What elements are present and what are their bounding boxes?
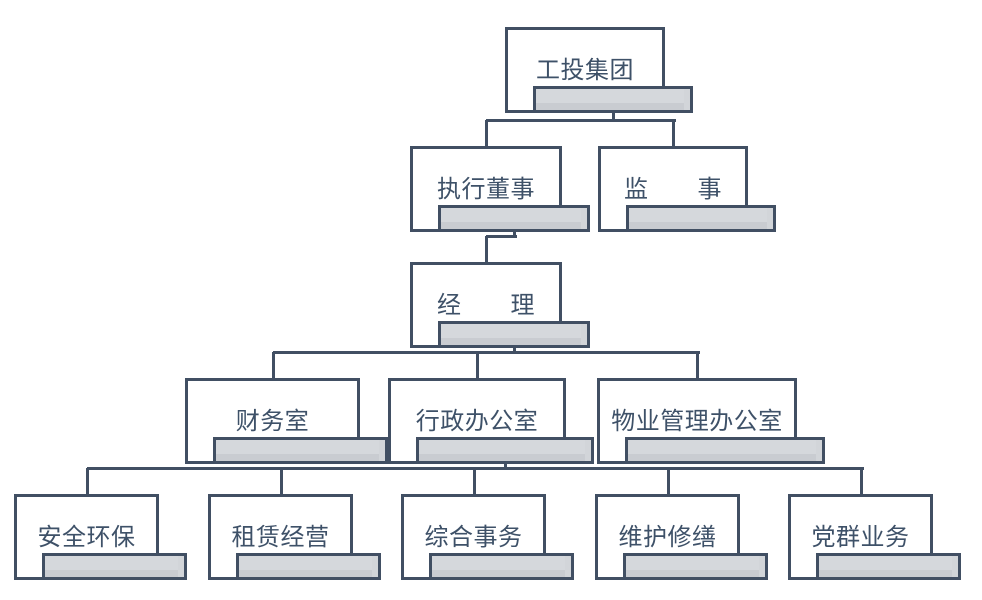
- node-label-general: 综合事务: [424, 523, 523, 551]
- connector-drop-safety: [86, 468, 89, 494]
- connector-drop-party: [860, 468, 863, 494]
- org-node-safety[interactable]: 安全环保: [14, 494, 187, 580]
- node-label-supervisor: 监 事: [624, 175, 722, 203]
- connector-drop-exec-dir: [485, 120, 488, 146]
- node-bar-maintain: [623, 553, 768, 580]
- connector-bus-exec-dir: [486, 235, 517, 238]
- node-bar-admin: [416, 437, 594, 464]
- connector-drop-supervisor: [672, 120, 675, 146]
- connector-drop-admin: [504, 464, 507, 468]
- org-node-leasing[interactable]: 租赁经营: [208, 494, 381, 580]
- org-node-group[interactable]: 工投集团: [505, 27, 693, 113]
- connector-drop-exec-dir: [513, 232, 516, 236]
- org-node-admin[interactable]: 行政办公室: [388, 378, 594, 464]
- node-label-safety: 安全环保: [37, 523, 136, 551]
- org-node-general[interactable]: 综合事务: [401, 494, 574, 580]
- org-node-property[interactable]: 物业管理办公室: [597, 378, 825, 464]
- org-node-maintain[interactable]: 维护修缮: [595, 494, 768, 580]
- node-bar-safety: [42, 553, 187, 580]
- node-bar-party: [816, 553, 961, 580]
- node-label-manager: 经 理: [437, 291, 535, 319]
- org-node-party[interactable]: 党群业务: [788, 494, 961, 580]
- connector-drop-manager: [513, 348, 516, 352]
- node-label-group: 工投集团: [536, 56, 634, 84]
- connector-drop-property: [696, 352, 699, 378]
- node-label-leasing: 租赁经营: [231, 523, 330, 551]
- node-label-admin: 行政办公室: [415, 407, 539, 435]
- node-bar-property: [625, 437, 825, 464]
- node-label-finance: 财务室: [235, 407, 310, 435]
- node-bar-general: [429, 553, 574, 580]
- org-node-manager[interactable]: 经 理: [410, 262, 590, 348]
- connector-drop-group: [612, 113, 615, 120]
- node-bar-leasing: [236, 553, 381, 580]
- node-label-exec-dir: 执行董事: [437, 175, 535, 203]
- node-bar-exec-dir: [438, 205, 590, 232]
- node-bar-manager: [438, 321, 590, 348]
- connector-drop-manager: [485, 236, 488, 262]
- node-bar-supervisor: [626, 205, 776, 232]
- node-label-party: 党群业务: [811, 523, 910, 551]
- connector-drop-general: [473, 468, 476, 494]
- org-node-finance[interactable]: 财务室: [185, 378, 388, 464]
- connector-drop-leasing: [280, 468, 283, 494]
- node-bar-group: [533, 86, 693, 113]
- org-node-supervisor[interactable]: 监 事: [598, 146, 776, 232]
- node-bar-finance: [213, 437, 388, 464]
- connector-bus-manager: [273, 351, 700, 354]
- connector-drop-admin: [476, 352, 479, 378]
- node-label-property: 物业管理办公室: [611, 407, 783, 435]
- node-label-maintain: 维护修缮: [618, 523, 717, 551]
- connector-drop-finance: [272, 352, 275, 378]
- connector-drop-maintain: [667, 468, 670, 494]
- connector-bus-group: [486, 119, 676, 122]
- org-node-exec-dir[interactable]: 执行董事: [410, 146, 590, 232]
